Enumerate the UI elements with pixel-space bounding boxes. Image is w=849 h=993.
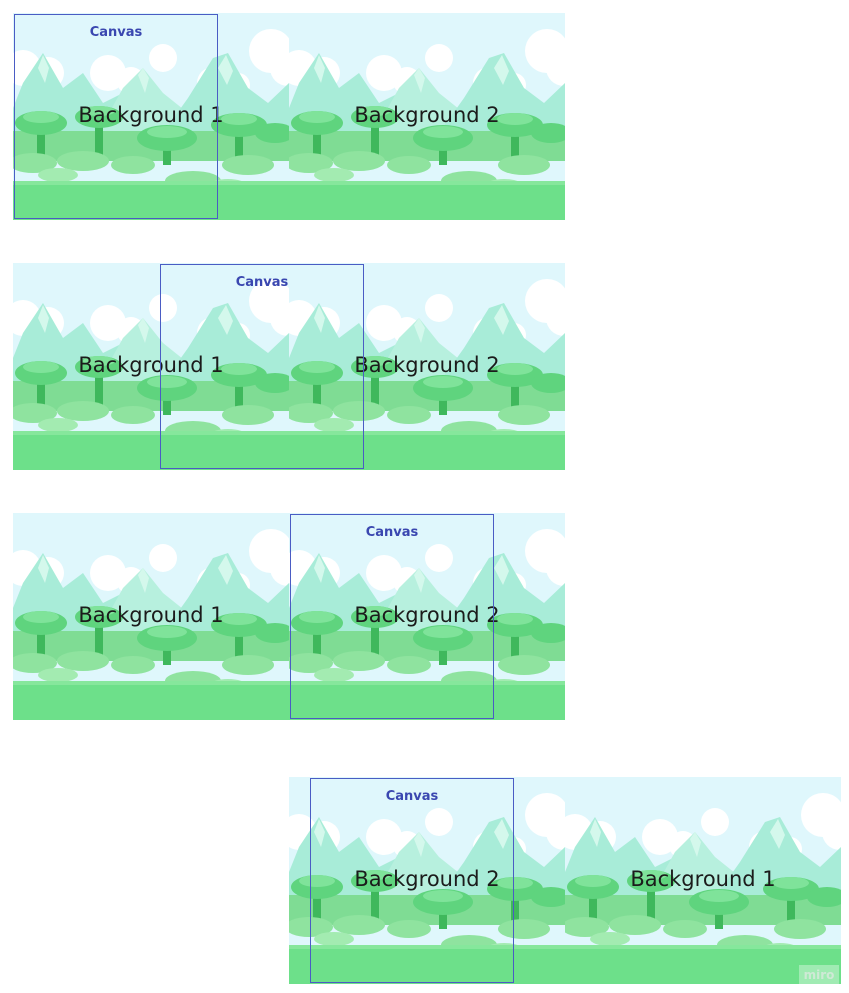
scene-4: Background 2 Background 1 Canvas: [289, 777, 841, 984]
background-tile: Background 2: [289, 513, 565, 720]
scene-2: Background 1 Background 2 Canvas: [13, 263, 565, 470]
background-tile: Background 2: [289, 263, 565, 470]
canvas-frame: Canvas: [160, 264, 364, 469]
canvas-frame: Canvas: [290, 514, 494, 719]
canvas-frame: Canvas: [14, 14, 218, 219]
background-tile: Background 1: [565, 777, 841, 984]
scene-1: Background 1 Background 2 Canvas: [13, 13, 565, 220]
background-tile: Background 2: [289, 13, 565, 220]
background-label: Background 1: [78, 603, 224, 627]
canvas-title: Canvas: [385, 789, 439, 804]
background-tile: Background 1: [13, 513, 289, 720]
background-label: Background 2: [354, 103, 500, 127]
scene-3: Background 1 Background 2 Canvas: [13, 513, 565, 720]
background-label: Background 2: [354, 353, 500, 377]
background-label: Background 2: [354, 867, 500, 891]
background-tile: Background 1: [13, 13, 289, 220]
background-label: Background 1: [78, 103, 224, 127]
canvas-title: Canvas: [365, 525, 419, 540]
background-label: Background 1: [630, 867, 776, 891]
background-label: Background 2: [354, 603, 500, 627]
canvas-title: Canvas: [89, 25, 143, 40]
background-tile: Background 1: [13, 263, 289, 470]
canvas-frame: Canvas: [310, 778, 514, 983]
canvas-title: Canvas: [235, 275, 289, 290]
background-tile: Background 2: [289, 777, 565, 984]
background-label: Background 1: [78, 353, 224, 377]
miro-watermark: miro: [799, 965, 839, 985]
